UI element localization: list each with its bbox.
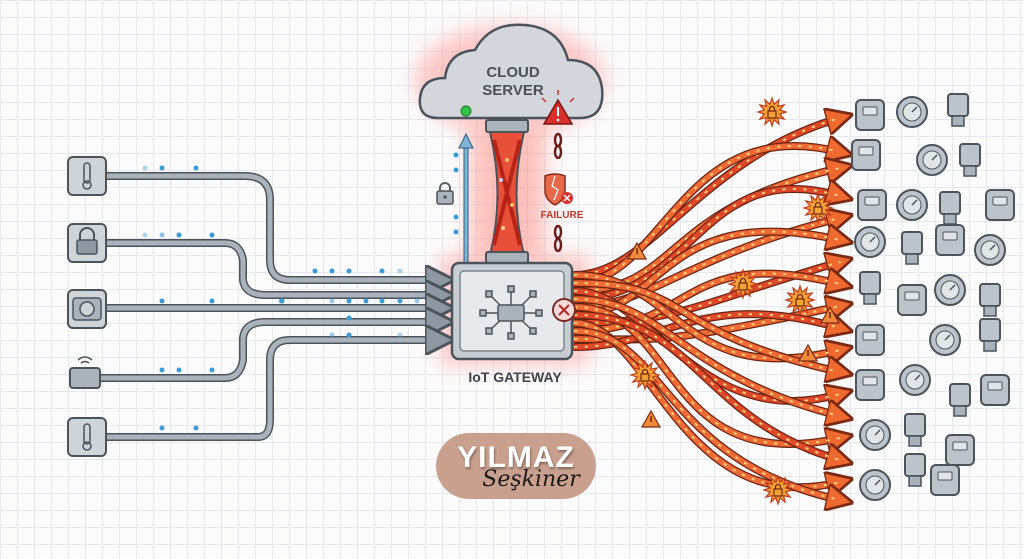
left-devices xyxy=(67,156,107,457)
smart-meter-icon xyxy=(959,143,981,177)
stream-packets xyxy=(574,144,841,284)
thermometer-icon xyxy=(67,417,107,457)
lock-icon xyxy=(436,182,454,205)
wifi-device-icon xyxy=(69,356,101,389)
motor-pump-icon xyxy=(985,189,1015,221)
brand-logo: YILMAZ Seşkiner xyxy=(436,433,596,499)
lock-burst-icon xyxy=(762,474,794,506)
tablet-icon xyxy=(855,324,885,356)
valve-assembly-icon xyxy=(857,189,887,221)
input-pipes xyxy=(96,172,440,441)
stream-packets xyxy=(574,330,841,501)
status-led-icon xyxy=(460,105,472,117)
stream-packets xyxy=(574,167,841,292)
lock-icon xyxy=(67,223,107,263)
pipe-valve-icon xyxy=(851,139,881,171)
failure-label: FAILURE xyxy=(540,210,584,221)
safe-box-icon xyxy=(904,413,926,447)
control-panel-icon xyxy=(854,226,886,258)
lock-burst-icon xyxy=(629,359,661,391)
warning-icon xyxy=(626,241,648,260)
overload-streams xyxy=(571,114,844,501)
gauge-dial-icon xyxy=(939,191,961,225)
speaker-icon xyxy=(901,231,923,265)
error-icon xyxy=(552,298,576,322)
stream-packets xyxy=(574,272,841,332)
security-camera-icon xyxy=(859,469,891,501)
camera-icon xyxy=(67,289,107,329)
network-hub-icon xyxy=(479,285,543,340)
warning-icon xyxy=(819,305,841,324)
stream-packets xyxy=(574,217,841,308)
camera-mount-icon xyxy=(934,274,966,306)
stream-packets xyxy=(574,298,841,417)
stream-packets xyxy=(574,188,841,300)
stream-packets xyxy=(574,282,841,373)
pipe-elbow-icon xyxy=(896,189,928,221)
stream-arrow xyxy=(572,118,840,278)
cloud-server-label: CLOUD SERVER xyxy=(458,64,568,100)
humidity-sensor-icon xyxy=(930,464,960,496)
cloud-label-line1: CLOUD xyxy=(486,64,540,81)
right-devices xyxy=(851,93,1015,501)
alert-bursts xyxy=(626,96,841,506)
power-unit-icon xyxy=(904,453,926,487)
lock-burst-icon xyxy=(784,284,816,316)
digital-meter-icon xyxy=(980,374,1010,406)
brand-name: YILMAZ xyxy=(457,441,575,474)
warning-icon xyxy=(541,90,575,125)
broken-shield-icon xyxy=(544,173,573,206)
iot-gateway xyxy=(450,261,576,361)
stream-outline xyxy=(571,114,844,279)
pressure-gauge-icon xyxy=(916,144,948,176)
cloud-label-line2: SERVER xyxy=(482,82,544,99)
dome-camera-icon xyxy=(929,324,961,356)
actuator-icon xyxy=(859,419,891,451)
upload-arrow xyxy=(458,132,474,262)
data-packets xyxy=(142,152,459,431)
stream-packets xyxy=(574,117,841,276)
warning-icon xyxy=(640,409,662,428)
handheld-monitor-icon xyxy=(897,284,927,316)
lock-burst-icon xyxy=(756,96,788,128)
gauge-meter-icon xyxy=(899,364,931,396)
light-sensor-icon xyxy=(949,383,971,417)
broken-chain-icon xyxy=(553,132,563,253)
flow-sensor-icon xyxy=(974,234,1006,266)
lock-burst-icon xyxy=(727,268,759,300)
thermometer-icon xyxy=(67,156,107,196)
gateway-label: IoT GATEWAY xyxy=(468,369,562,385)
ring-lock-icon xyxy=(855,369,885,401)
power-unit-icon xyxy=(896,96,928,128)
humidity-sensor-icon xyxy=(947,93,969,127)
stream-packets xyxy=(574,306,841,445)
alarm-beacon-icon xyxy=(979,318,1001,352)
security-camera-icon xyxy=(855,99,885,131)
stream-packets xyxy=(574,313,841,348)
brand-signature: Seşkiner xyxy=(482,467,580,492)
document-printer-icon xyxy=(979,283,1001,317)
lock-burst-icon xyxy=(802,192,834,224)
robot-arm-icon xyxy=(935,224,965,256)
cloud-server xyxy=(418,23,604,120)
trophy-sensor-icon xyxy=(859,271,881,305)
stream-packets xyxy=(574,314,841,461)
bulb-sensor-icon xyxy=(945,434,975,466)
congested-link xyxy=(485,119,529,265)
warning-icon xyxy=(797,343,819,362)
